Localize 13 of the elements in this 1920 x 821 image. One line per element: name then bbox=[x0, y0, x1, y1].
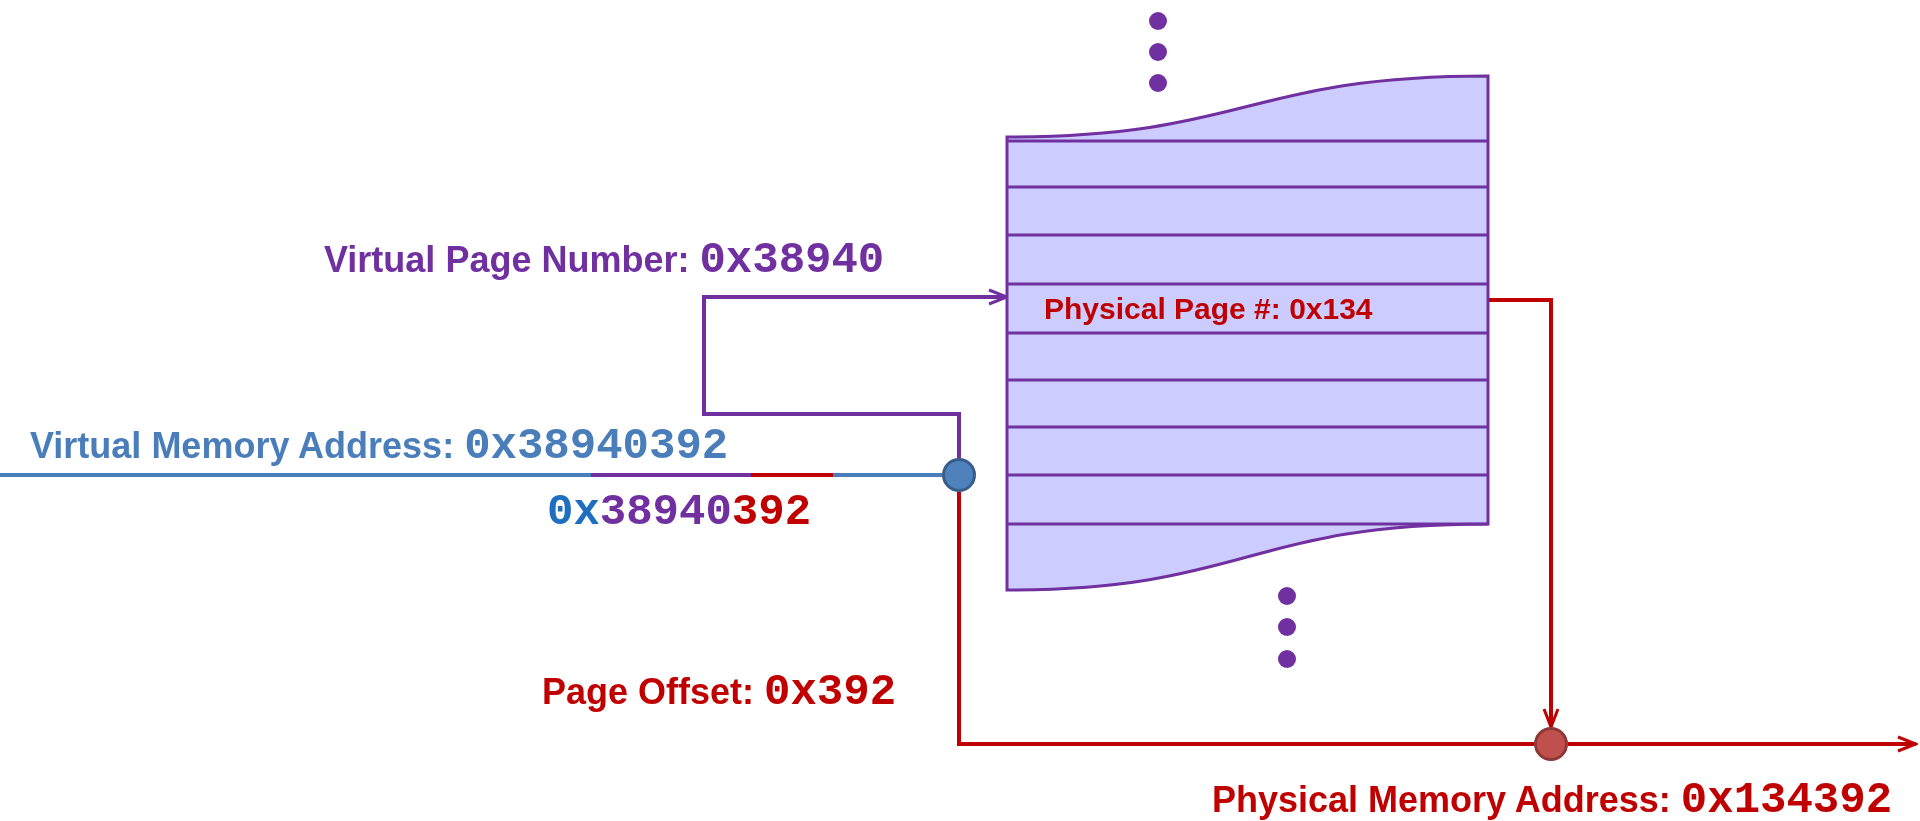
edge-label: Virtual Page Number: 0x38940 bbox=[324, 238, 885, 282]
arrow bbox=[1488, 298, 1560, 729]
connector-line bbox=[957, 492, 1534, 746]
address-part: 392 bbox=[731, 490, 812, 534]
edge-label: Physical Memory Address: 0x134392 bbox=[1212, 778, 1893, 821]
address-part: 38940 bbox=[599, 490, 732, 534]
arrow bbox=[1568, 735, 1918, 753]
edge-label: Page Offset: 0x392 bbox=[542, 670, 897, 714]
junction-dot bbox=[1534, 727, 1568, 761]
row-label: Physical Page #: 0x134 bbox=[1044, 293, 1373, 324]
address-part: 0x bbox=[547, 490, 600, 534]
edge-label: Virtual Memory Address: 0x38940392 bbox=[30, 424, 729, 468]
junction-dot bbox=[942, 458, 976, 492]
